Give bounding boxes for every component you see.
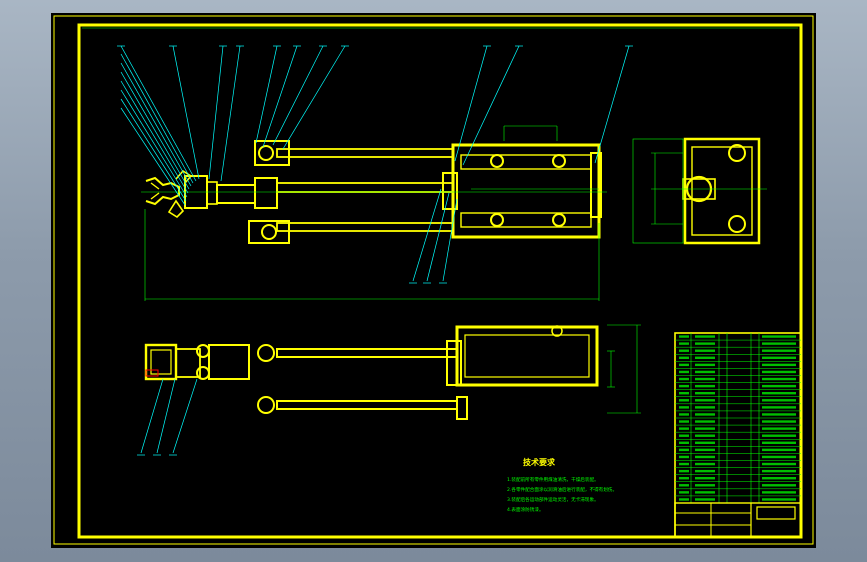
parts-list-cell [695, 377, 715, 381]
technical-requirements: 技术要求 1.装配前所有零件用煤油清洗，干燥后装配。 2.各零件配合面涂以润滑油… [507, 457, 617, 513]
parts-list-cell [695, 455, 715, 459]
parts-list-cell [695, 363, 715, 367]
parts-list-cell [679, 342, 689, 345]
parts-list-cell [762, 448, 796, 452]
parts-list-cell [679, 399, 689, 402]
parts-list-cell [695, 441, 715, 444]
parts-list-cell [679, 377, 689, 381]
parts-list-cell [762, 491, 796, 494]
leader-flags [117, 45, 633, 456]
parts-list-cell [762, 455, 796, 459]
parts-list-cell [679, 356, 689, 359]
parts-list-cell [679, 484, 689, 487]
parts-list-cell [762, 392, 796, 395]
parts-list-cell [762, 434, 796, 437]
front-view [145, 140, 602, 244]
parts-list-cell [762, 335, 796, 338]
parts-list-cell [695, 469, 715, 473]
parts-list-cell [762, 420, 796, 423]
parts-list-cell [762, 384, 796, 388]
drawing-frame [77, 23, 803, 539]
parts-list-cell [762, 413, 796, 416]
parts-list-cell [679, 498, 689, 501]
parts-list-cell [679, 413, 689, 416]
drawing-sheet[interactable]: 技术要求 1.装配前所有零件用煤油清洗，干燥后装配。 2.各零件配合面涂以润滑油… [51, 13, 816, 548]
parts-list-cell [695, 406, 715, 409]
parts-list-cell [695, 356, 715, 359]
parts-list-cell [679, 477, 689, 480]
parts-list-cell [695, 384, 715, 388]
parts-list-cell [679, 392, 689, 395]
parts-list-cell [695, 349, 715, 352]
title-block [674, 502, 802, 538]
parts-list-cell [762, 370, 796, 374]
tech-req-line-3: 3.装配后各运动部件运动灵活，无卡滞现象。 [507, 496, 599, 503]
parts-list-cell [679, 384, 689, 388]
parts-list-cell [679, 441, 689, 444]
parts-list-cell [762, 469, 796, 473]
parts-list-cell [679, 420, 689, 423]
section-marker [145, 369, 159, 377]
parts-list-cell [762, 484, 796, 487]
parts-list-cell [679, 455, 689, 459]
tech-req-line-2: 2.各零件配合面涂以润滑油后进行装配，不得有划伤。 [507, 486, 617, 493]
parts-list-cell [679, 469, 689, 473]
assembly-drawing: 技术要求 1.装配前所有零件用煤油清洗，干燥后装配。 2.各零件配合面涂以润滑油… [53, 15, 814, 545]
parts-list-cell [695, 484, 715, 487]
parts-list-cell [762, 498, 796, 501]
tech-req-line-1: 1.装配前所有零件用煤油清洗，干燥后装配。 [507, 476, 599, 483]
tech-req-line-4: 4.表面涂防锈漆。 [507, 506, 544, 513]
parts-list-cell [695, 462, 715, 466]
parts-list-cell [695, 491, 715, 494]
parts-list-cell [762, 342, 796, 345]
parts-list-cell [762, 377, 796, 381]
parts-list-cell [762, 363, 796, 367]
bottom-view-dims [607, 324, 641, 414]
parts-list-cell [695, 370, 715, 374]
tech-req-title: 技术要求 [523, 457, 556, 467]
parts-list-cell [679, 363, 689, 367]
parts-list-cell [679, 491, 689, 494]
parts-list-cell [762, 462, 796, 466]
bottom-view [144, 325, 599, 420]
leader-lines [120, 45, 630, 454]
parts-list-cell [695, 420, 715, 423]
parts-list-cell [679, 462, 689, 466]
parts-list-cell [679, 448, 689, 452]
parts-list-cell [695, 434, 715, 437]
parts-list-cell [679, 335, 689, 338]
parts-list-cell [762, 406, 796, 409]
parts-list-cell [695, 427, 715, 430]
parts-list-cell [762, 441, 796, 444]
parts-list-cell [695, 342, 715, 345]
outer-border [53, 15, 814, 545]
parts-list [674, 332, 802, 538]
parts-list-cell [695, 335, 715, 338]
parts-list-cell [679, 349, 689, 352]
parts-list-cell [695, 498, 715, 501]
parts-list-cell [679, 427, 689, 430]
parts-list-cell [762, 399, 796, 402]
parts-list-cell [695, 448, 715, 452]
end-view [682, 137, 761, 245]
parts-list-rows [675, 335, 801, 504]
parts-list-cell [679, 370, 689, 374]
parts-list-cell [679, 434, 689, 437]
parts-list-cell [762, 427, 796, 430]
parts-list-cell [679, 406, 689, 409]
end-view-dims [632, 138, 767, 244]
parts-list-cell [695, 413, 715, 416]
parts-list-cell [762, 477, 796, 480]
parts-list-cell [762, 356, 796, 359]
front-view-centerlines [141, 125, 607, 301]
parts-list-cell [695, 392, 715, 395]
parts-list-cell [695, 399, 715, 402]
parts-list-cell [762, 349, 796, 352]
parts-list-cell [695, 477, 715, 480]
